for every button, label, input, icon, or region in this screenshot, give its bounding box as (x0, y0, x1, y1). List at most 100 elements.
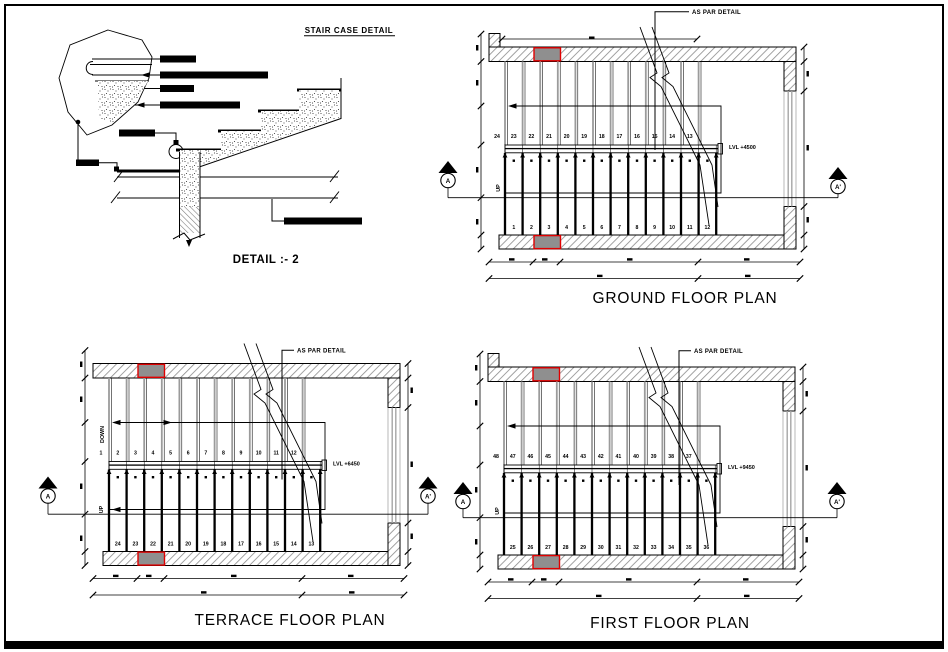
tread-number: 39 (651, 454, 657, 460)
tread-number: 37 (686, 454, 692, 460)
tread-number: 40 (633, 454, 639, 460)
tread-number: 16 (256, 542, 262, 548)
tread-number: 48 (493, 454, 499, 460)
section-markers: A A' (438, 161, 848, 198)
level-label: LVL +4500 (729, 145, 756, 151)
tread-number: 18 (599, 134, 605, 140)
column-block (532, 367, 561, 382)
tread-number: 30 (598, 545, 604, 551)
tread-number: 19 (581, 134, 587, 140)
tread-number: 20 (185, 542, 191, 548)
tread-number: 1 (512, 225, 515, 231)
direction-label: UP (99, 505, 105, 513)
redacted-label-bar (160, 101, 240, 109)
tread-number: 7 (204, 451, 207, 457)
tread-number: 23 (511, 134, 517, 140)
tread-number: 10 (669, 225, 675, 231)
tread-number: 29 (580, 545, 586, 551)
tread-number: 15 (273, 542, 279, 548)
tread-number: 10 (256, 451, 262, 457)
tread-number: 6 (187, 451, 190, 457)
tread-number: 9 (653, 225, 656, 231)
sheet-border-bottom-bar (4, 643, 944, 649)
tread-number: 13 (687, 134, 693, 140)
tread-number: 14 (291, 542, 297, 548)
detail-note-label: AS PAR DETAIL (692, 10, 741, 16)
tread-number: 25 (510, 545, 516, 551)
tread-number: 17 (617, 134, 623, 140)
redacted-label-bar (284, 217, 362, 225)
tread-number: 46 (528, 454, 534, 460)
tread-number: 21 (168, 542, 174, 548)
detail-note-label: AS PAR DETAIL (694, 349, 743, 355)
column-block (533, 234, 562, 250)
tread-number: 24 (115, 542, 121, 548)
tread-number: 7 (618, 225, 621, 231)
direction-label: UP (496, 184, 502, 192)
tread-number: 43 (580, 454, 586, 460)
tread-number: 11 (687, 225, 693, 231)
direction-label: UP (495, 507, 501, 515)
tread-number: 42 (598, 454, 604, 460)
redacted-label-bar (160, 55, 196, 63)
tread-number: 5 (169, 451, 172, 457)
ground-floor-plan-title: GROUND FLOOR PLAN (593, 290, 778, 307)
tread-number: 3 (548, 225, 551, 231)
tread-number: 27 (545, 545, 551, 551)
tread-number: 22 (150, 542, 156, 548)
column-hatch (179, 207, 200, 233)
stair-detail-drawing (58, 29, 362, 247)
tread-number: 8 (636, 225, 639, 231)
detail-caption: DETAIL :- 2 (233, 254, 299, 266)
first-floor-plan-title: FIRST FLOOR PLAN (590, 615, 750, 632)
stair-detail-section: STAIR CASE DETAIL DETAIL :- 2 (58, 26, 395, 266)
tread-number: 4 (565, 225, 568, 231)
tread-number: 24 (494, 134, 500, 140)
tread-number: 13 (309, 542, 315, 548)
direction-label: DOWN (100, 426, 106, 443)
tread-number: 21 (546, 134, 552, 140)
tread-number: 35 (686, 545, 692, 551)
terrace-floor-plan-title: TERRACE FLOOR PLAN (195, 612, 386, 629)
tread-number: 45 (545, 454, 551, 460)
tread-number: 20 (564, 134, 570, 140)
tread-number: 1 (100, 451, 103, 457)
tread-number: 4 (152, 451, 155, 457)
sheet-border (4, 4, 944, 643)
tread-number: 14 (669, 134, 675, 140)
section-marker-label: A (446, 178, 451, 185)
tread-number: 41 (616, 454, 622, 460)
detail-note-label: AS PAR DETAIL (297, 349, 346, 355)
tread-number: 12 (705, 225, 711, 231)
tread-number: 9 (240, 451, 243, 457)
column-block (533, 47, 562, 62)
tread-number: 28 (563, 545, 569, 551)
tread-number: 11 (273, 451, 279, 457)
column-block (532, 554, 561, 570)
tread-number: 47 (510, 454, 516, 460)
redacted-label-bar (76, 159, 99, 166)
tread-number: 44 (563, 454, 569, 460)
tread-number: 34 (668, 545, 674, 551)
section-marker-label: A' (835, 184, 841, 191)
tread-number: 31 (616, 545, 622, 551)
redacted-label-bar (160, 71, 268, 79)
column-block (137, 363, 166, 379)
redacted-label-bar (160, 85, 194, 92)
column-block (137, 551, 166, 566)
tread-number: 12 (291, 451, 297, 457)
tread-number: 26 (528, 545, 534, 551)
section-marker-label: A (46, 494, 51, 501)
tread-number: 2 (530, 225, 533, 231)
tread-number: 38 (668, 454, 674, 460)
redacted-label-bar (119, 129, 155, 137)
